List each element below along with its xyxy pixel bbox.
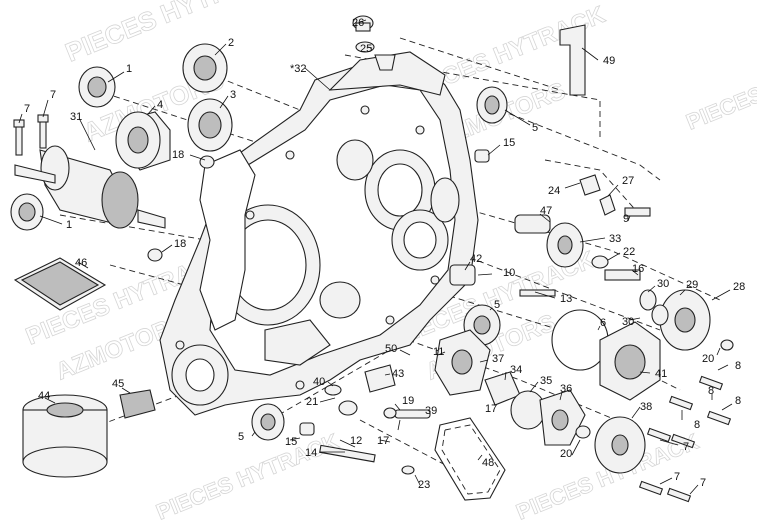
callout-20: 20 (560, 448, 572, 460)
callout-8: 8 (735, 360, 741, 372)
callout-38: 38 (640, 401, 652, 413)
callout-23: 23 (418, 479, 430, 491)
callout-7: 7 (24, 103, 30, 115)
callout-13: 13 (560, 293, 572, 305)
callout-labels: 26 25 49 *32 1 2 3 4 7 7 31 18 5 15 24 2… (24, 17, 745, 491)
callout-21: 21 (306, 396, 318, 408)
callout-5: 5 (532, 122, 538, 134)
callout-26: 26 (352, 17, 364, 29)
watermark-line: PIECES HYTRACK (153, 429, 343, 520)
callout-8: 8 (708, 385, 714, 397)
watermark-line: PIECES HYTRACK (61, 0, 285, 68)
callout-7: 7 (700, 477, 706, 489)
callout-5: 5 (238, 431, 244, 443)
oil-strainer (119, 389, 156, 419)
drive-chain-links (441, 424, 501, 495)
callout-44: 44 (38, 390, 50, 402)
callout-14: 14 (305, 447, 317, 459)
callout-50: 50 (385, 343, 397, 355)
callout-46: 46 (75, 257, 87, 269)
callout-7: 7 (674, 471, 680, 483)
callout-31: 31 (70, 111, 82, 123)
callout-30: 30 (622, 316, 634, 328)
callout-8: 8 (694, 419, 700, 431)
callout-16: 16 (632, 263, 644, 275)
small-parts-top (147, 15, 586, 262)
callout-17: 17 (485, 403, 497, 415)
callout-12: 12 (350, 435, 362, 447)
callout-8: 8 (735, 395, 741, 407)
callout-42: 42 (470, 253, 482, 265)
callout-18: 18 (172, 149, 184, 161)
callout-29: 29 (686, 279, 698, 291)
callout-7: 7 (50, 89, 56, 101)
callout-11: 11 (433, 346, 444, 358)
callout-24: 24 (548, 185, 560, 197)
callout-39: 39 (425, 405, 437, 417)
callout-32: *32 (290, 63, 307, 75)
crankcase (159, 51, 479, 416)
right-side-parts (449, 174, 734, 401)
callout-1: 1 (126, 63, 132, 75)
callout-15: 15 (503, 137, 515, 149)
filter-mesh (13, 257, 107, 311)
callout-6: 6 (600, 317, 606, 329)
callout-5: 5 (494, 299, 500, 311)
callout-48: 48 (482, 457, 494, 469)
callout-49: 49 (603, 55, 615, 67)
callout-30: 30 (657, 278, 669, 290)
callout-47: 47 (540, 205, 552, 217)
watermark-line: PIECES HYTRACK (683, 39, 757, 135)
callout-36: 36 (560, 383, 572, 395)
callout-9: 9 (623, 213, 629, 225)
callout-27: 27 (622, 175, 634, 187)
leader-lines (18, 19, 733, 495)
callout-41: 41 (655, 368, 667, 380)
bolts-7-left (13, 114, 49, 156)
callout-33: 33 (609, 233, 621, 245)
callout-22: 22 (623, 246, 635, 258)
lower-parts (251, 329, 646, 475)
starter-motor (14, 145, 166, 229)
callout-4: 4 (157, 99, 163, 111)
bolts-right (638, 375, 732, 503)
callout-19: 19 (402, 395, 414, 407)
callout-40: 40 (313, 376, 325, 388)
callout-1: 1 (66, 219, 72, 231)
callout-7: 7 (683, 441, 689, 453)
callout-20: 20 (702, 353, 714, 365)
callout-15: 15 (285, 436, 297, 448)
callout-18: 18 (174, 238, 186, 250)
callout-25: 25 (360, 43, 372, 55)
callout-17: 17 (377, 435, 389, 447)
drive-chain (434, 417, 506, 501)
callout-10: 10 (503, 267, 515, 279)
callout-3: 3 (230, 89, 236, 101)
bearings (10, 43, 233, 231)
callout-43: 43 (392, 368, 404, 380)
callout-37: 37 (492, 353, 504, 365)
callout-35: 35 (540, 375, 552, 387)
callout-45: 45 (112, 378, 124, 390)
crankcase-gasket (199, 149, 256, 331)
callout-2: 2 (228, 37, 234, 49)
callout-28: 28 (733, 281, 745, 293)
oil-filter (22, 394, 108, 478)
callout-34: 34 (510, 364, 522, 376)
